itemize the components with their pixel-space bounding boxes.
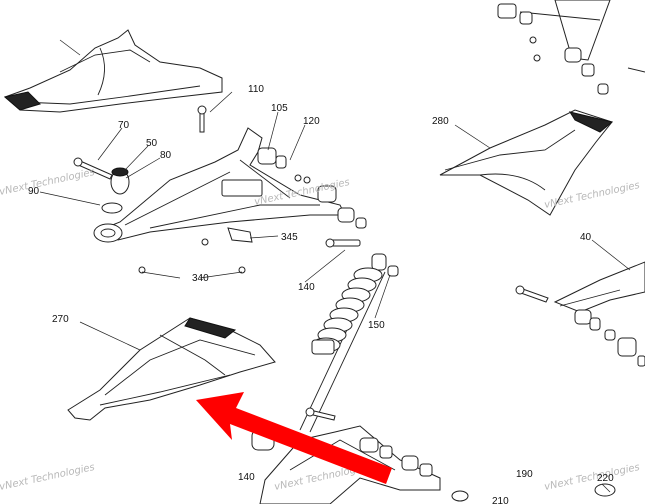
label-190: 190 [516,469,533,480]
bushings-upper-arm [73,105,367,274]
upper-a-arm [93,127,346,243]
upper-arm-top-right [497,0,645,95]
watermark-text: vNext Technologies [0,167,96,198]
label-70: 70 [118,120,130,131]
panel-270 [67,317,276,421]
watermark-text: vNext Technologies [0,462,96,493]
label-270: 270 [52,314,69,325]
arrow-shape [196,392,392,484]
shock-absorber [299,238,399,433]
panel-280 [439,109,614,216]
label-110: 110 [248,84,264,95]
label-220: 220 [597,473,614,484]
watermark-text: vNext Technologies [543,462,640,493]
leader-lines [39,39,631,493]
label-50: 50 [146,138,158,149]
label-40: 40 [580,232,592,243]
arm-40 [515,261,645,497]
label-80: 80 [160,150,172,161]
label-340: 340 [192,273,209,284]
label-150: 150 [368,320,385,331]
label-210: 210 [492,496,509,504]
label-140-lower: 140 [238,472,255,483]
label-120: 120 [303,116,320,127]
label-140: 140 [298,282,315,293]
label-345: 345 [281,232,298,243]
label-280: 280 [432,116,449,127]
label-90: 90 [28,186,40,197]
fender-panel-top-left [3,29,223,113]
red-arrow [196,392,392,484]
part-labels: 110 105 120 70 50 80 90 280 345 340 140 … [28,84,614,504]
label-105: 105 [271,103,288,114]
